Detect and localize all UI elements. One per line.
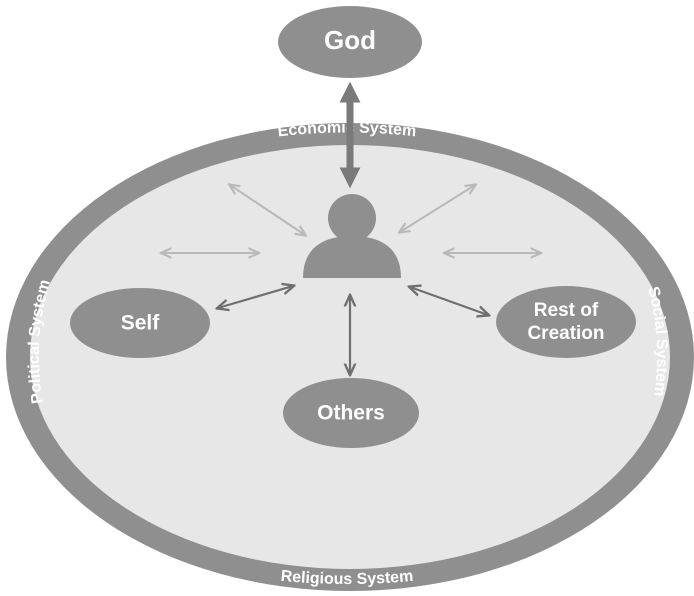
self-label: Self xyxy=(121,312,161,335)
god-node: God xyxy=(278,6,422,78)
arrow-person-rest-of-creation xyxy=(410,287,488,315)
rest-of-creation-label-line2: Creation xyxy=(527,323,604,344)
arrow-person-self xyxy=(218,286,293,308)
person-icon xyxy=(303,194,401,278)
others-node: Others xyxy=(283,378,419,448)
rest-of-creation-node: Rest of Creation xyxy=(496,286,636,358)
light-arrow-upper-left xyxy=(230,185,305,235)
self-node: Self xyxy=(70,288,210,358)
others-label: Others xyxy=(317,402,385,425)
rest-of-creation-label-line1: Rest of xyxy=(534,300,599,321)
god-label: God xyxy=(324,25,376,55)
ring-label-religious: Religious System xyxy=(280,568,414,588)
light-arrow-upper-right xyxy=(400,185,475,232)
